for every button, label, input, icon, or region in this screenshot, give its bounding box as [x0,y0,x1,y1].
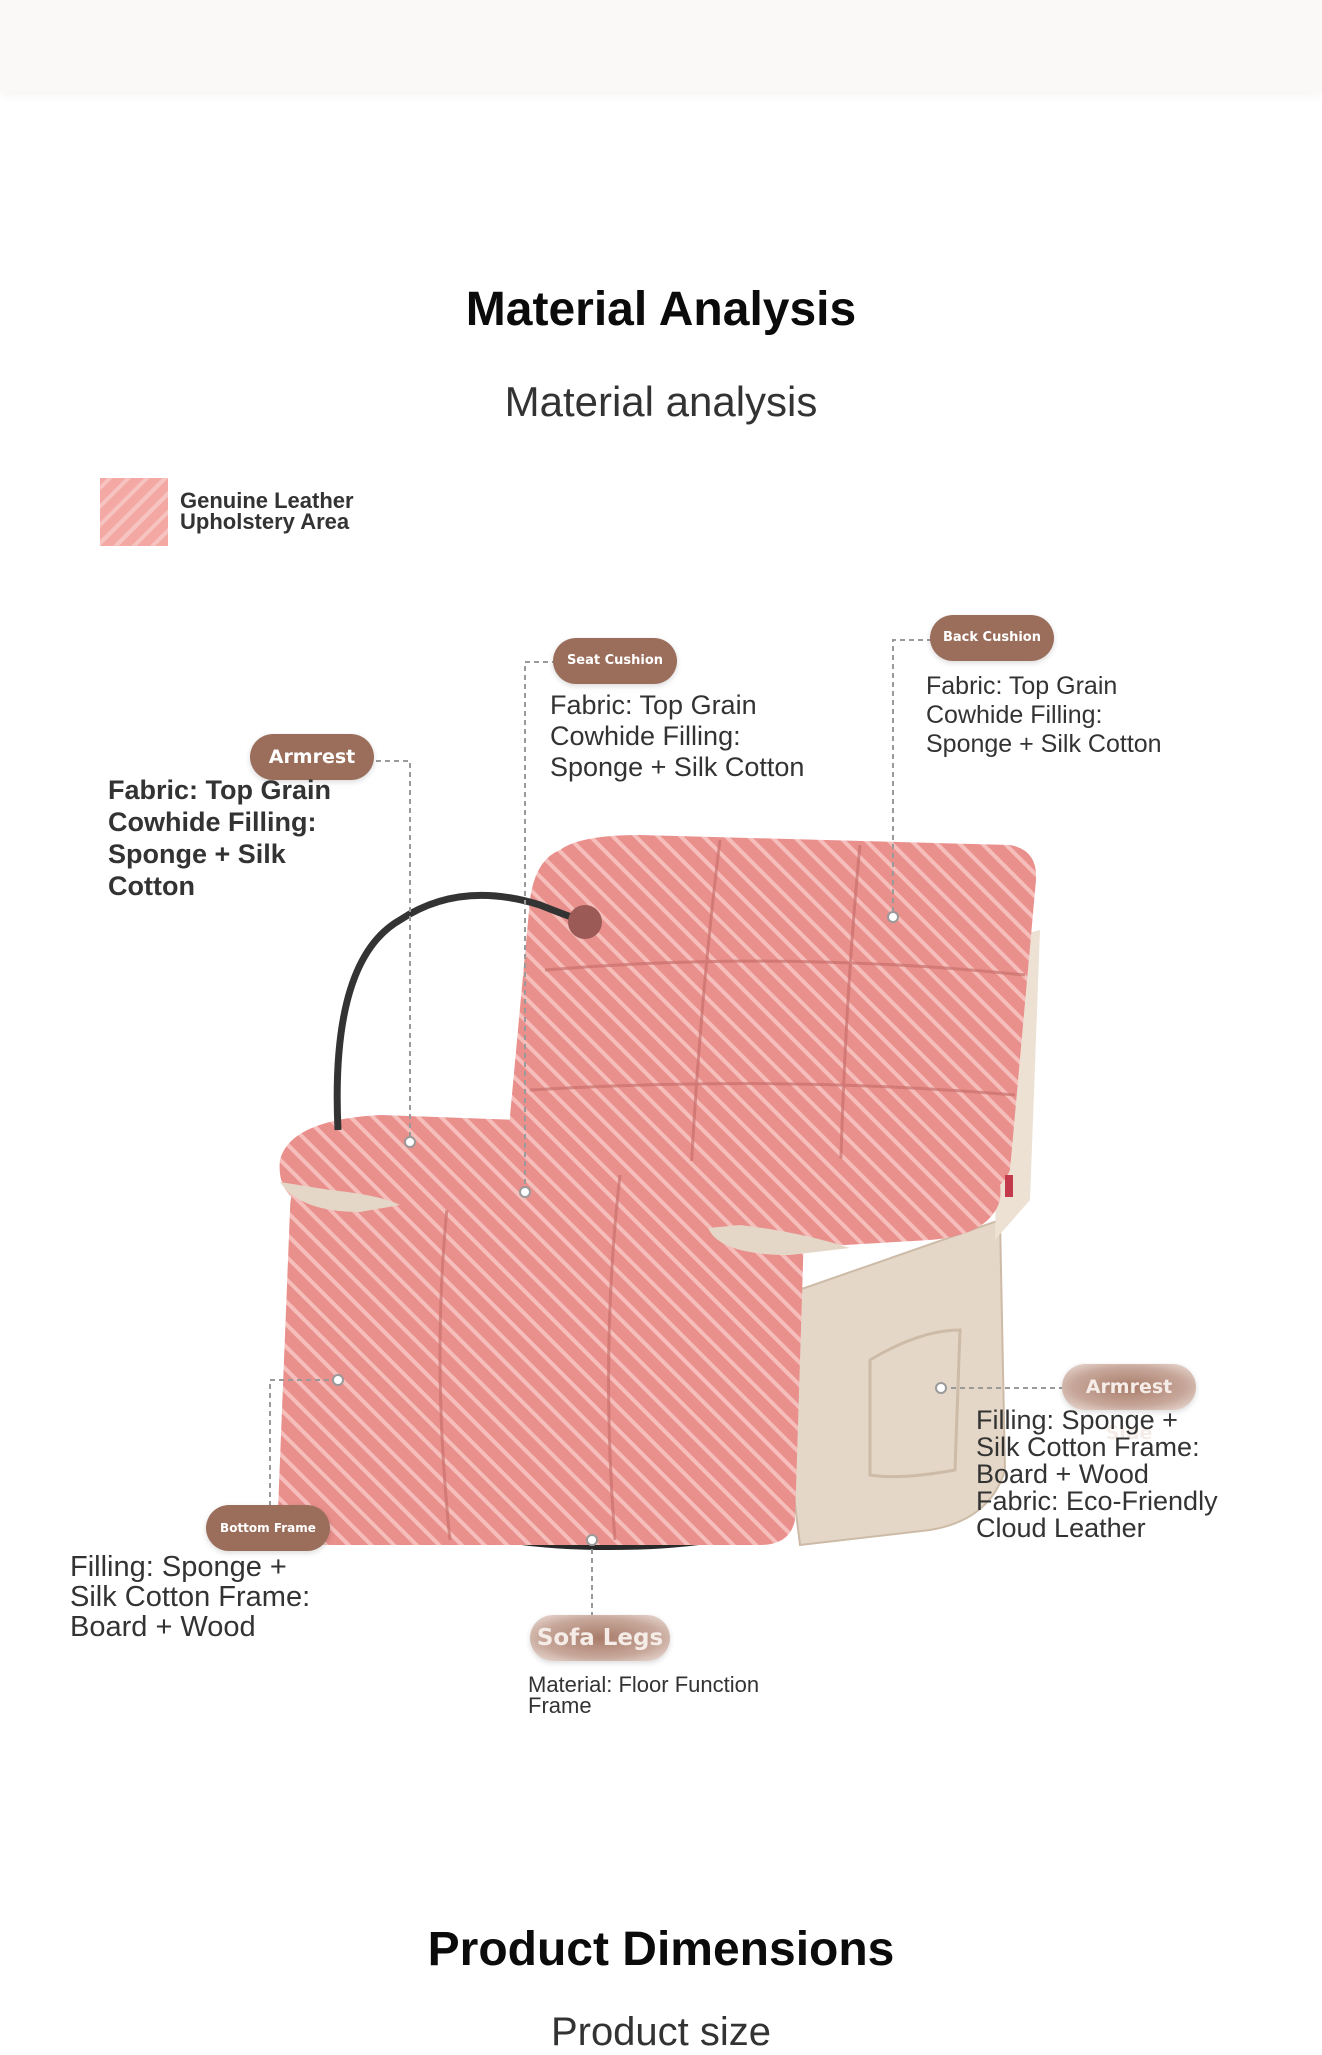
back-cushion-desc-line3: Sponge + Silk Cotton [926,730,1162,758]
armrest-side-desc-line5: Cloud Leather [976,1513,1146,1543]
back-cushion-shape [504,835,1037,1195]
back-cushion-desc-line2: Cowhide Filling: [926,701,1103,729]
armrest-desc-line1: Fabric: Top Grain [108,775,332,805]
armrest-side-desc-line3: Board + Wood [976,1459,1149,1489]
seat-cushion-description: Fabric: Top Grain Cowhide Filling: Spong… [550,690,804,783]
sofa-legs-desc-line2: Frame [528,1693,592,1718]
seat-cushion-desc-line3: Sponge + Silk Cotton [550,752,805,782]
back-cushion-leader [892,639,932,917]
armrest-side-desc-line4: Fabric: Eco-Friendly [976,1486,1218,1516]
sofa-legs-tag: Sofa Legs [530,1615,670,1661]
armrest-leader [376,760,411,1142]
seat-cushion-leader [524,661,557,1192]
top-bar [0,0,1322,92]
armrest-point [404,1136,416,1148]
armrest-desc-line4: Cotton [108,871,195,901]
left-armrest-shape [279,1115,566,1212]
sofa-legs-description: Material: Floor Function Frame [528,1672,760,1718]
bottom-frame-desc-line3: Board + Wood [70,1611,256,1643]
armrest-side-tag: Armrest Side [1062,1364,1196,1444]
legend-label: Genuine Leather Upholstery Area [180,488,354,534]
remote-button [568,905,602,939]
seat-cushion-desc-line1: Fabric: Top Grain [550,690,757,720]
armrest-side-description: Filling: Sponge + Silk Cotton Frame: Boa… [976,1407,1218,1542]
armrest-desc-line2: Cowhide Filling: [108,807,317,837]
bottom-frame-description: Filling: Sponge + Silk Cotton Frame: Boa… [70,1552,310,1642]
armrest-tag: Armrest [250,734,374,780]
seat-cushion-desc-line2: Cowhide Filling: [550,721,741,751]
right-armrest-trim [708,1225,850,1255]
bottom-frame-desc-line2: Silk Cotton Frame: [70,1581,311,1613]
legend-label-line1: Genuine Leather [180,488,354,513]
section-title: Material Analysis [465,283,857,336]
leather-legend-swatch [100,478,168,546]
legend-label-line2: Upholstery Area [180,509,350,534]
side-pocket [868,1328,962,1479]
right-armrest-shape [709,1150,1001,1250]
bottom-frame-desc-line1: Filling: Sponge + [70,1551,287,1583]
bottom-frame-point [332,1374,344,1386]
back-cushion-description: Fabric: Top Grain Cowhide Filling: Spong… [926,672,1162,759]
left-armrest-trim [280,1182,400,1212]
dimensions-subtitle: Product size [550,2010,772,2054]
bottom-frame-leader [269,1379,338,1508]
seat-cushion-tag: Seat Cushion [553,638,677,684]
back-cushion-point [887,911,899,923]
armrest-side-point [935,1382,947,1394]
seat-front-shape [278,1160,805,1545]
back-cushion-tag: Back Cushion [930,615,1054,661]
armrest-side-desc-line1: Filling: Sponge + [976,1405,1178,1435]
armrest-description: Fabric: Top Grain Cowhide Filling: Spong… [108,774,331,902]
back-cushion-desc-line1: Fabric: Top Grain [926,672,1118,700]
dimensions-title: Product Dimensions [427,1923,895,1976]
armrest-side-desc-line2: Silk Cotton Frame: [976,1432,1200,1462]
sofa-legs-desc-line1: Material: Floor Function [528,1672,760,1697]
sofa-legs-point [586,1534,598,1546]
section-subtitle: Material analysis [504,378,818,425]
side-tag [1005,1175,1013,1197]
bottom-frame-tag: Bottom Frame [206,1505,330,1551]
remote-cable [333,891,582,1131]
armrest-desc-line3: Sponge + Silk [108,839,286,869]
seat-cushion-point [519,1186,531,1198]
side-panel [768,1218,1007,1547]
